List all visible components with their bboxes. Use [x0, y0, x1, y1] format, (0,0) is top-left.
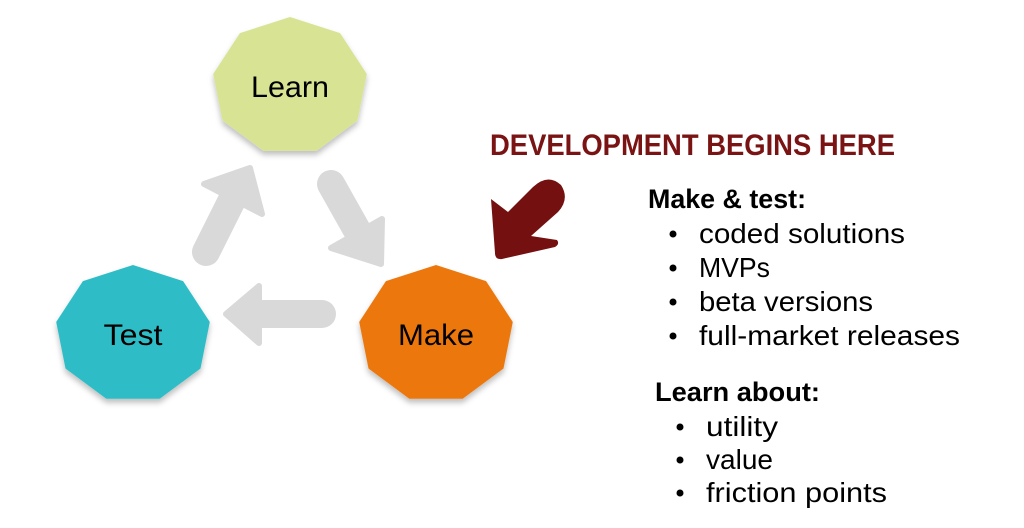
callout-title: DEVELOPMENT BEGINS HERE — [490, 129, 895, 162]
red-arrow-icon — [491, 179, 565, 260]
learn-nonagon — [213, 17, 367, 151]
learn-label: Learn — [251, 71, 329, 104]
make-test-list: Make & test: coded solutions MVPs beta v… — [648, 184, 960, 351]
learn-about-heading: Learn about: — [655, 377, 820, 407]
list-item: MVPs — [699, 252, 770, 283]
bullet-icon — [669, 230, 677, 238]
bullet-icon — [669, 298, 677, 306]
node-learn: Learn — [213, 17, 367, 151]
list-item: full-market releases — [699, 320, 960, 351]
list-item: utility — [706, 411, 778, 442]
node-test: Test — [56, 265, 210, 399]
make-test-heading: Make & test: — [648, 184, 806, 214]
bullet-icon — [676, 423, 684, 431]
learn-about-list: Learn about: utility value friction poin… — [655, 377, 887, 508]
list-item: coded solutions — [699, 218, 905, 249]
bullet-icon — [669, 332, 677, 340]
bullet-icon — [669, 264, 677, 272]
make-nonagon — [359, 265, 513, 399]
make-label: Make — [398, 319, 474, 352]
bullet-icon — [676, 489, 684, 497]
bullet-icon — [676, 456, 684, 464]
list-item: beta versions — [699, 286, 873, 317]
test-label: Test — [104, 319, 164, 352]
test-nonagon — [56, 265, 210, 399]
list-item: value — [706, 444, 773, 475]
node-make: Make — [359, 265, 513, 399]
arrow-test-to-learn — [192, 165, 265, 266]
arrow-learn-to-make — [317, 170, 385, 267]
cycle-arrows — [192, 165, 385, 346]
list-item: friction points — [706, 477, 887, 508]
arrow-make-to-test — [223, 283, 336, 346]
